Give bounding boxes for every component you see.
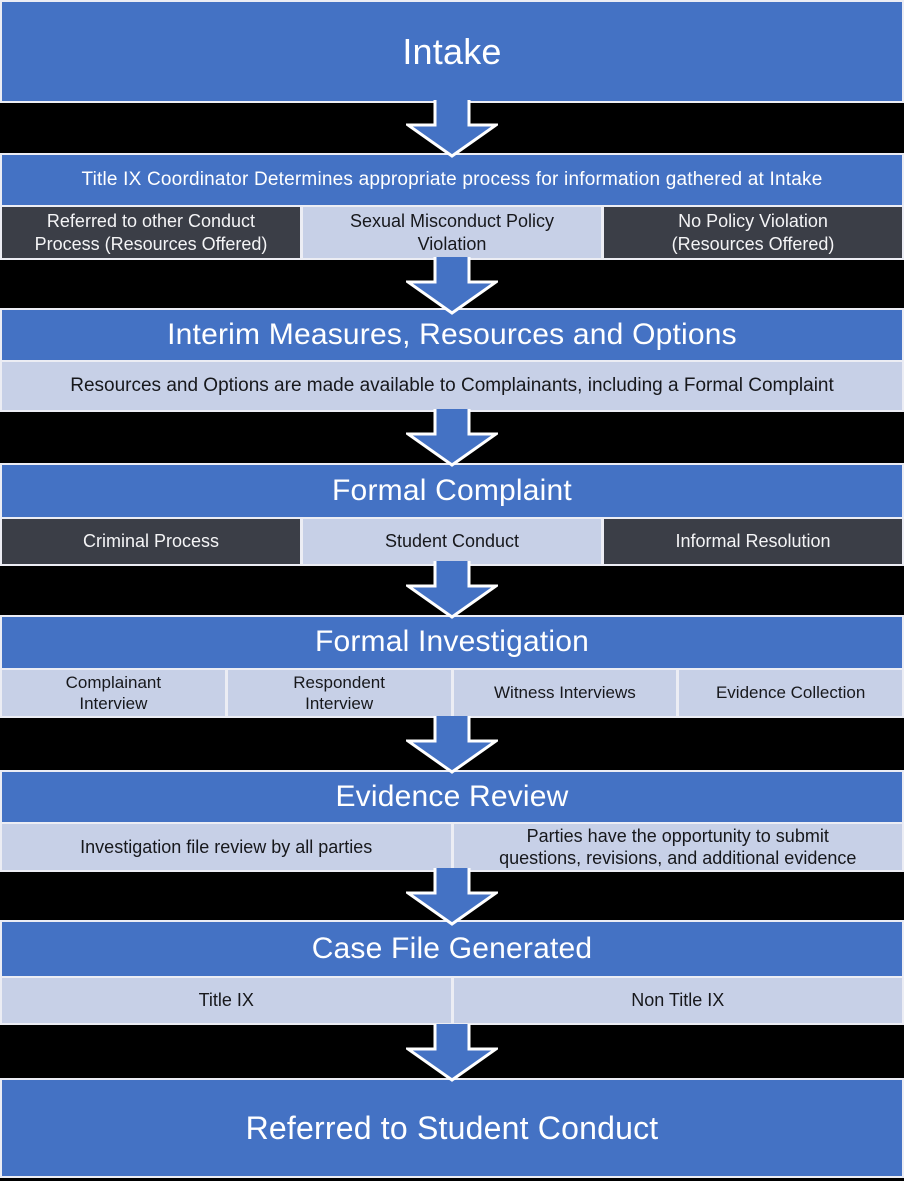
triage-options: Referred to other Conduct Process (Resou… bbox=[2, 207, 902, 258]
triage-cell-no-violation: No Policy Violation (Resources Offered) bbox=[604, 207, 902, 258]
cell-file-review: Investigation file review by all parties bbox=[2, 824, 451, 870]
case-file-options: Title IX Non Title IX bbox=[2, 978, 902, 1023]
step-intake-title: Intake bbox=[2, 2, 902, 101]
evidence-review-title: Evidence Review bbox=[2, 772, 902, 822]
cell-non-title-ix: Non Title IX bbox=[453, 978, 902, 1023]
step-case-file: Case File Generated Title IX Non Title I… bbox=[0, 920, 904, 1025]
down-arrow-icon bbox=[406, 868, 498, 926]
step-triage: Title IX Coordinator Determines appropri… bbox=[0, 153, 904, 260]
step-formal-complaint: Formal Complaint Criminal Process Studen… bbox=[0, 463, 904, 566]
down-arrow-icon bbox=[406, 716, 498, 774]
cell-respondent-interview: Respondent Interview bbox=[227, 670, 451, 716]
formal-investigation-title: Formal Investigation bbox=[2, 617, 902, 668]
cell-complainant-interview: Complainant Interview bbox=[2, 670, 225, 716]
referred-title: Referred to Student Conduct bbox=[2, 1080, 902, 1176]
down-arrow-icon bbox=[406, 100, 498, 158]
evidence-review-options: Investigation file review by all parties… bbox=[2, 824, 902, 870]
step-evidence-review: Evidence Review Investigation file revie… bbox=[0, 770, 904, 872]
cell-evidence-collection: Evidence Collection bbox=[679, 670, 902, 716]
step-interim-measures: Interim Measures, Resources and Options … bbox=[0, 308, 904, 412]
cell-title-ix: Title IX bbox=[2, 978, 451, 1023]
down-arrow-icon bbox=[406, 561, 498, 619]
triage-cell-referred-other: Referred to other Conduct Process (Resou… bbox=[2, 207, 300, 258]
case-file-title: Case File Generated bbox=[2, 922, 902, 976]
interim-title: Interim Measures, Resources and Options bbox=[2, 310, 902, 360]
down-arrow-icon bbox=[406, 257, 498, 315]
formal-investigation-options: Complainant Interview Respondent Intervi… bbox=[2, 670, 902, 716]
step-referred-student-conduct: Referred to Student Conduct bbox=[0, 1078, 904, 1178]
cell-submit-questions: Parties have the opportunity to submit q… bbox=[453, 824, 902, 870]
down-arrow-icon bbox=[406, 1024, 498, 1082]
cell-student-conduct: Student Conduct bbox=[303, 519, 601, 564]
cell-informal-resolution: Informal Resolution bbox=[604, 519, 902, 564]
down-arrow-icon bbox=[406, 409, 498, 467]
cell-witness-interviews: Witness Interviews bbox=[453, 670, 677, 716]
triage-banner: Title IX Coordinator Determines appropri… bbox=[2, 155, 902, 205]
formal-complaint-options: Criminal Process Student Conduct Informa… bbox=[2, 519, 902, 564]
formal-complaint-title: Formal Complaint bbox=[2, 465, 902, 517]
triage-cell-sexual-misconduct: Sexual Misconduct Policy Violation bbox=[303, 207, 601, 258]
step-intake: Intake bbox=[0, 0, 904, 103]
cell-criminal-process: Criminal Process bbox=[2, 519, 300, 564]
step-formal-investigation: Formal Investigation Complainant Intervi… bbox=[0, 615, 904, 718]
interim-subtitle: Resources and Options are made available… bbox=[2, 362, 902, 410]
